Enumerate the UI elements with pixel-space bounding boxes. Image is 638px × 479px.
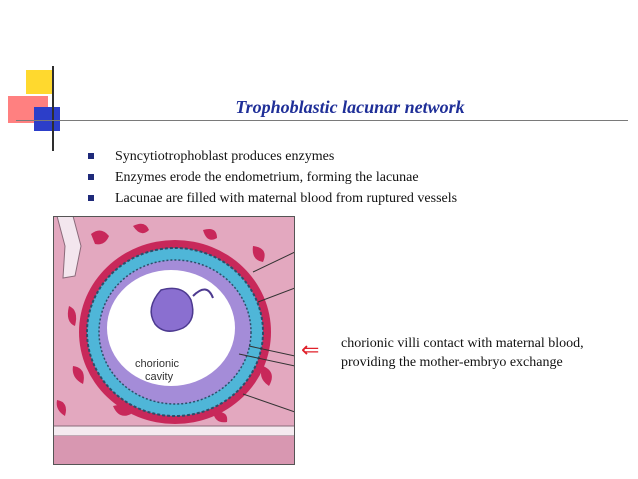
bullet-list: Syncytiotrophoblast produces enzymes Enz… <box>88 146 457 209</box>
lower-tissue <box>53 436 295 465</box>
bullet-item: Enzymes erode the endometrium, forming t… <box>88 167 457 188</box>
illustration-svg: chorionic cavity <box>53 216 295 465</box>
cavity-label-line1: chorionic <box>135 358 180 370</box>
cavity-label-line2: cavity <box>145 371 174 383</box>
epithelium-band <box>53 426 295 436</box>
bullet-text: Enzymes erode the endometrium, forming t… <box>115 170 419 185</box>
decor-yellow-square <box>26 70 52 94</box>
decor-blue-square <box>34 107 60 131</box>
square-bullet-icon <box>88 195 94 201</box>
caption-line: chorionic villi contact with maternal bl… <box>341 334 631 353</box>
square-bullet-icon <box>88 153 94 159</box>
embryo-disc <box>151 288 193 331</box>
left-double-arrow-icon: ⇐ <box>301 339 319 361</box>
slide-title: Trophoblastic lacunar network <box>200 97 500 118</box>
bullet-text: Syncytiotrophoblast produces enzymes <box>115 149 334 164</box>
bullet-text: Lacunae are filled with maternal blood f… <box>115 191 457 206</box>
decor-vertical-line <box>52 66 54 151</box>
title-underline <box>16 120 628 121</box>
bullet-item: Lacunae are filled with maternal blood f… <box>88 188 457 209</box>
trophoblast-illustration: chorionic cavity <box>53 216 295 465</box>
square-bullet-icon <box>88 174 94 180</box>
caption-line: providing the mother-embryo exchange <box>341 353 631 372</box>
bullet-item: Syncytiotrophoblast produces enzymes <box>88 146 457 167</box>
figure-caption: chorionic villi contact with maternal bl… <box>341 334 631 372</box>
